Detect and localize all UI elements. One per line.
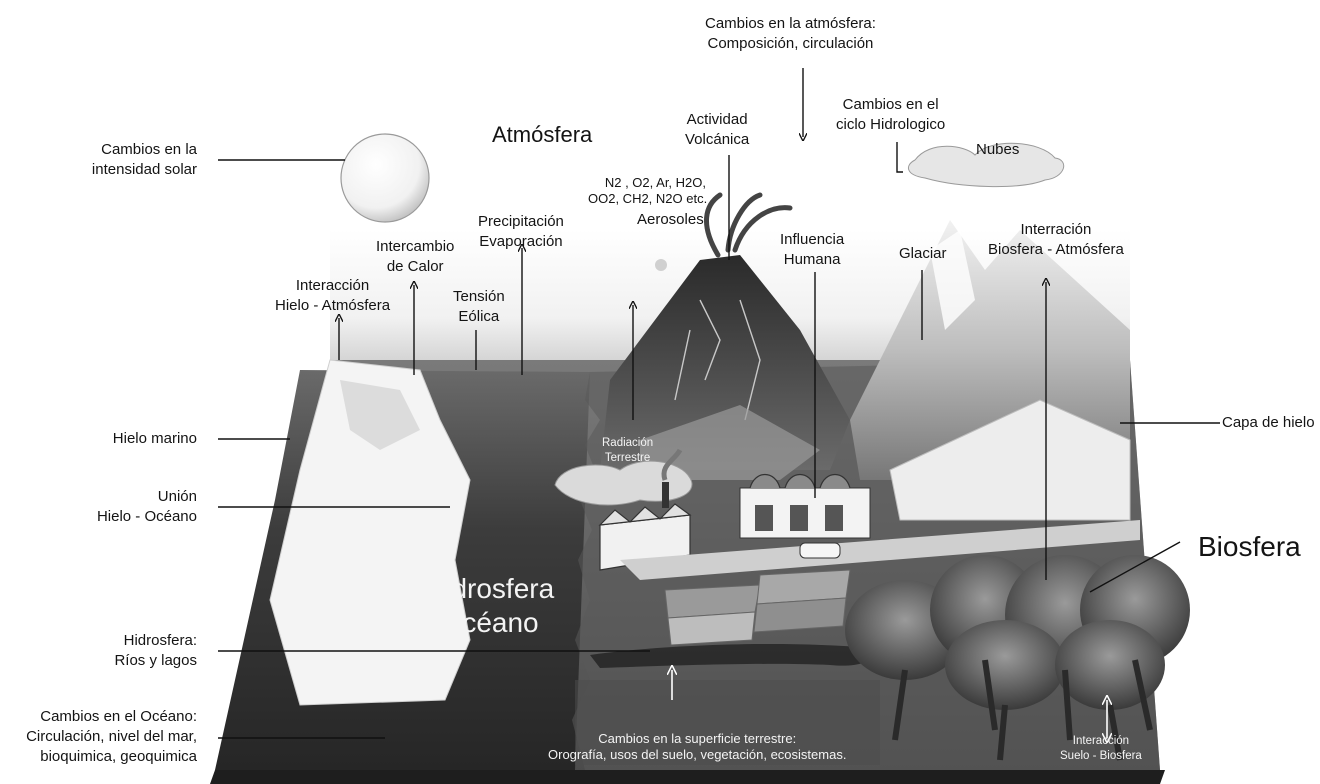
label-clouds: Nubes (976, 140, 1019, 160)
label-ice-atmosphere: Interacción Hielo - Atmósfera (275, 276, 390, 316)
label-ice-ocean-union: Unión Hielo - Océano (60, 487, 197, 527)
label-volcanic-activity: Actividad Volcánica (685, 110, 749, 150)
label-heat-exchange: Intercambio de Calor (376, 237, 454, 277)
label-aerosols: Aerosoles (637, 210, 704, 230)
volcanic-ash (655, 259, 667, 271)
block-front-edge (210, 770, 1165, 784)
low-cloud (555, 461, 692, 505)
label-biosphere: Biosfera (1198, 530, 1301, 564)
label-wind-stress: Tensión Eólica (453, 287, 505, 327)
car-icon (800, 543, 840, 558)
label-terrestrial-radiation: Radiación Terrestre (602, 436, 653, 466)
label-precipitation-evaporation: Precipitación Evaporación (478, 212, 564, 252)
label-ice-sheet: Capa de hielo (1222, 413, 1315, 433)
sun-icon (341, 134, 429, 222)
label-sea-ice: Hielo marino (60, 429, 197, 449)
label-atmosphere-changes: Cambios en la atmósfera: Composición, ci… (705, 14, 876, 54)
label-land-surface-changes: Cambios en la superficie terrestre: Orog… (548, 731, 846, 763)
label-soil-biosphere: Interacción Suelo - Biosfera (1060, 734, 1142, 764)
label-glacier: Glaciar (899, 244, 947, 264)
label-solar-intensity: Cambios en la intensidad solar (60, 140, 197, 180)
label-hydrosphere-ocean: Hidrosfera Océano (425, 572, 554, 640)
label-hydrologic-cycle: Cambios en el ciclo Hidrologico (836, 95, 945, 135)
label-rivers-lakes: Hidrosfera: Ríos y lagos (60, 631, 197, 671)
label-gases: N2 , O2, Ar, H2O, OO2, CH2, N2O etc. (588, 175, 706, 207)
label-biosphere-atmosphere: Interración Biosfera - Atmósfera (988, 220, 1124, 260)
label-human-influence: Influencia Humana (780, 230, 844, 270)
label-atmosphere: Atmósfera (492, 121, 592, 149)
label-ocean-changes: Cambios en el Océano: Circulación, nivel… (6, 707, 197, 767)
